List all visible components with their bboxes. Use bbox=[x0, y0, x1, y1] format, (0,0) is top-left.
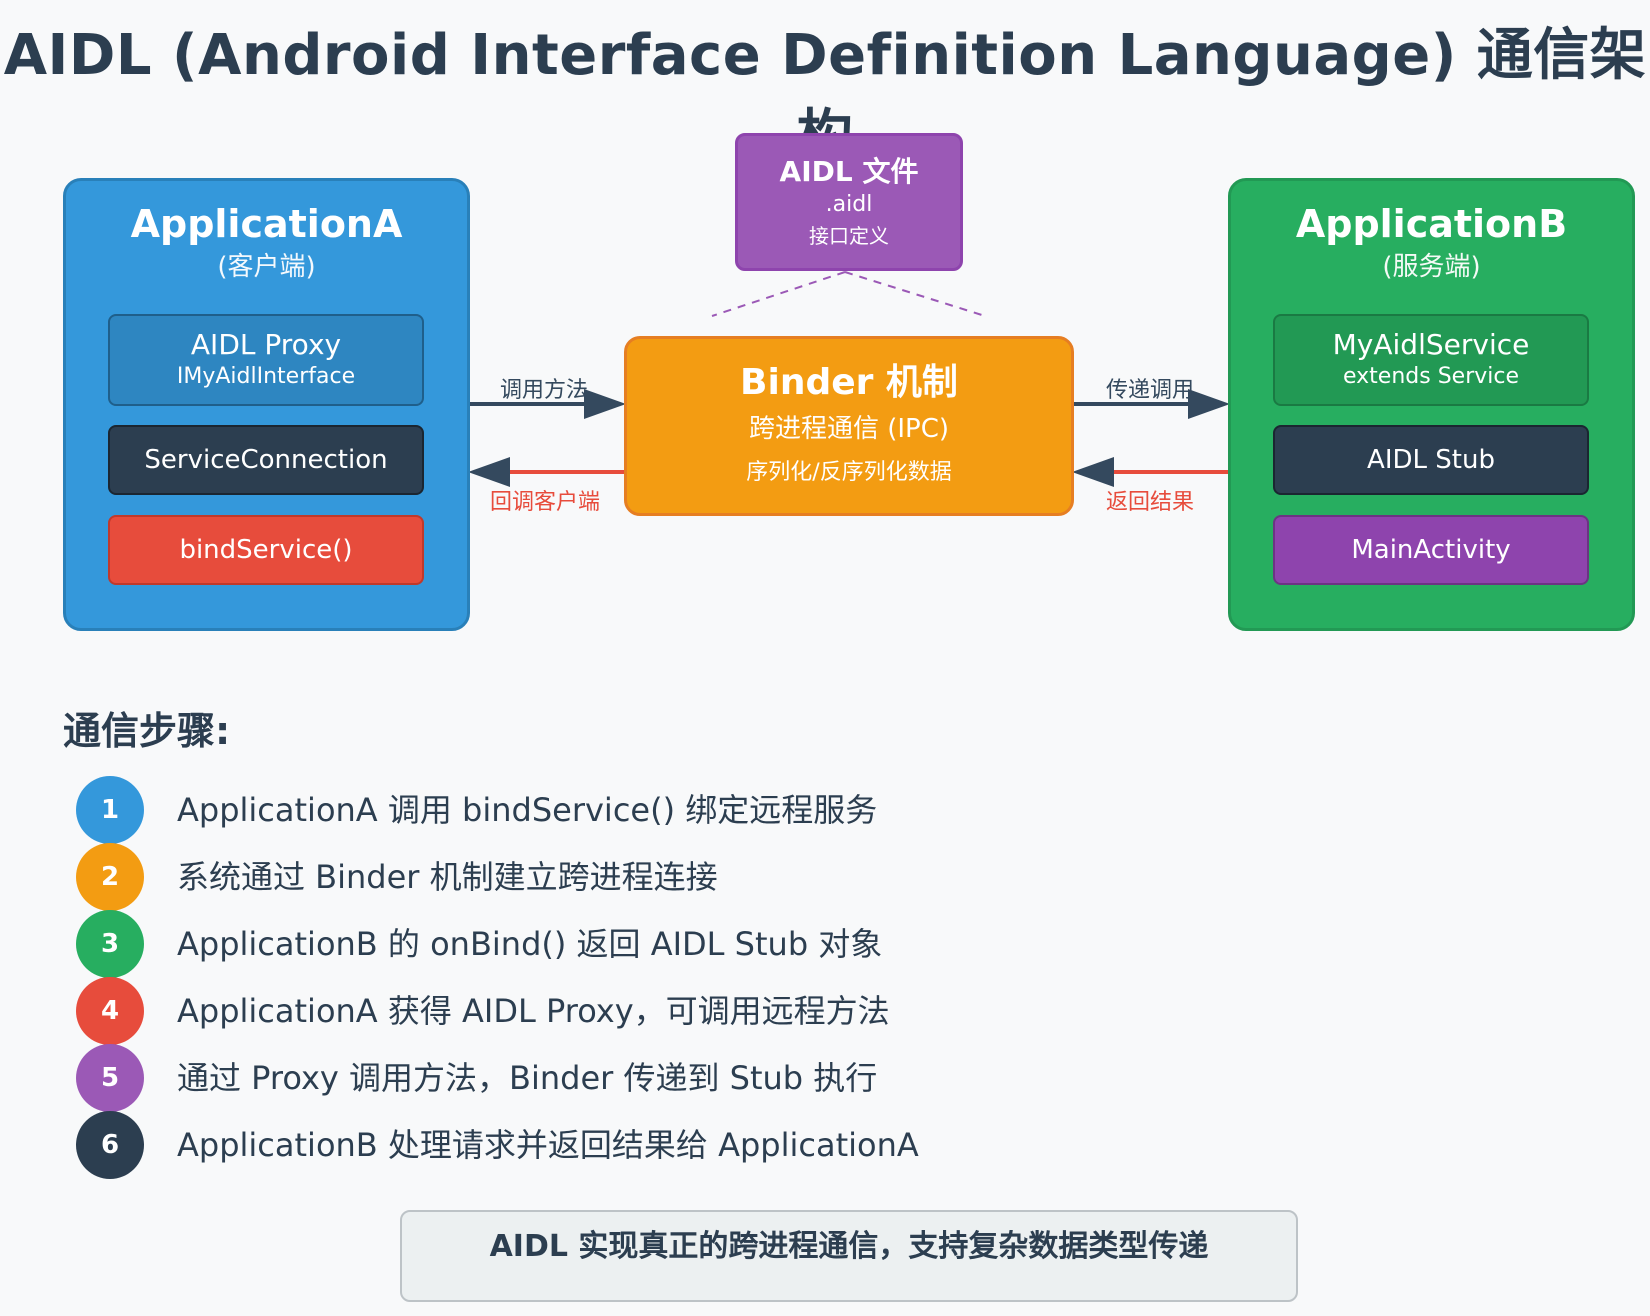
summary-box: AIDL 实现真正的跨进程通信，支持复杂数据类型传递 bbox=[400, 1210, 1298, 1302]
main-activity-label: MainActivity bbox=[1351, 535, 1511, 565]
aidl-proxy-label: AIDL Proxy bbox=[190, 328, 342, 361]
arrow-call-method-head bbox=[584, 389, 626, 419]
aidl-file-connector-right bbox=[844, 271, 986, 317]
aidl-stub-box: AIDL Stub bbox=[1273, 425, 1589, 495]
application-b-role: (服务端) bbox=[1382, 252, 1481, 282]
aidl-file-desc: 接口定义 bbox=[809, 224, 889, 248]
application-a-role: (客户端) bbox=[217, 252, 316, 282]
arrow-return-result-head bbox=[1072, 457, 1114, 487]
step-text: ApplicationA 获得 AIDL Proxy，可调用远程方法 bbox=[177, 992, 890, 1030]
arrow-pass-call-head bbox=[1188, 389, 1230, 419]
service-connection-box: ServiceConnection bbox=[108, 425, 424, 495]
application-b-name: ApplicationB bbox=[1295, 202, 1568, 246]
aidl-stub-label: AIDL Stub bbox=[1367, 445, 1495, 475]
bind-service-box: bindService() bbox=[108, 515, 424, 585]
step-text: 系统通过 Binder 机制建立跨进程连接 bbox=[177, 858, 718, 896]
main-activity-box: MainActivity bbox=[1273, 515, 1589, 585]
aidl-proxy-interface: IMyAidlInterface bbox=[176, 364, 356, 389]
aidl-file-title: AIDL 文件 bbox=[779, 155, 919, 188]
binder-title: Binder 机制 bbox=[740, 362, 958, 403]
step-number-badge: 4 bbox=[76, 977, 144, 1045]
step-number-badge: 5 bbox=[76, 1044, 144, 1112]
steps-title: 通信步骤: bbox=[63, 709, 231, 753]
page-title: AIDL (Android Interface Definition Langu… bbox=[3, 23, 1647, 169]
step-number-badge: 3 bbox=[76, 910, 144, 978]
aidl-proxy-box: AIDL Proxy IMyAidlInterface bbox=[108, 314, 424, 406]
step-number-badge: 2 bbox=[76, 843, 144, 911]
binder-subtitle: 跨进程通信 (IPC) bbox=[748, 414, 950, 444]
step-text: ApplicationB 的 onBind() 返回 AIDL Stub 对象 bbox=[177, 925, 883, 963]
step-number-badge: 1 bbox=[76, 776, 144, 844]
application-a-name: ApplicationA bbox=[130, 202, 403, 246]
my-aidl-service-extends: extends Service bbox=[1343, 364, 1519, 389]
arrow-label-call-method: 调用方法 bbox=[500, 378, 589, 403]
service-connection-label: ServiceConnection bbox=[144, 445, 388, 475]
arrow-label-callback-client: 回调客户端 bbox=[490, 490, 601, 515]
my-aidl-service-box: MyAidlService extends Service bbox=[1273, 314, 1589, 406]
aidl-file-connector-left bbox=[711, 271, 846, 317]
binder-box: Binder 机制 跨进程通信 (IPC) 序列化/反序列化数据 bbox=[624, 336, 1074, 516]
arrow-label-return-result: 返回结果 bbox=[1106, 490, 1195, 515]
arrow-label-pass-call: 传递调用 bbox=[1106, 378, 1195, 403]
aidl-file-box: AIDL 文件 .aidl 接口定义 bbox=[735, 133, 963, 271]
arrow-callback-client-head bbox=[468, 457, 510, 487]
step-text: 通过 Proxy 调用方法，Binder 传递到 Stub 执行 bbox=[177, 1059, 878, 1097]
binder-desc: 序列化/反序列化数据 bbox=[746, 460, 952, 485]
aidl-file-ext: .aidl bbox=[825, 192, 873, 217]
step-text: ApplicationA 调用 bindService() 绑定远程服务 bbox=[177, 791, 878, 829]
bind-service-label: bindService() bbox=[179, 535, 353, 565]
step-text: ApplicationB 处理请求并返回结果给 ApplicationA bbox=[177, 1126, 919, 1164]
step-number-badge: 6 bbox=[76, 1111, 144, 1179]
my-aidl-service-label: MyAidlService bbox=[1332, 328, 1530, 361]
